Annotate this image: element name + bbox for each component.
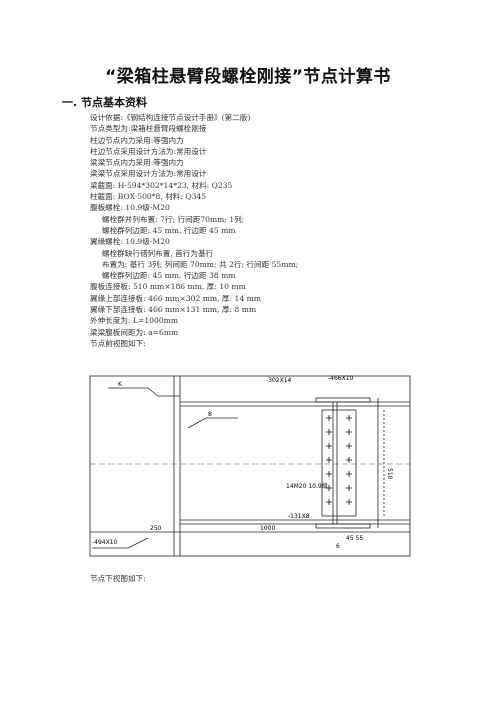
info-line: 梁截面: H-594*302*14*23, 材料: Q235 xyxy=(90,180,233,190)
footer-line: 节点下视图如下: xyxy=(90,574,146,583)
bolt-mark xyxy=(326,499,332,505)
front-view-svg: K -302X14 -466X10 8 14M20 10.9级 510 -131… xyxy=(89,375,411,557)
web-plate-dim-label: 510 xyxy=(386,468,393,480)
info-line: 腹板连接板: 510 mm×186 mm, 厚: 10 mm xyxy=(90,282,246,292)
bolt-mark xyxy=(346,485,352,491)
bottom-plate-label: -131X8 xyxy=(288,513,310,520)
info-line: 节点类型为:梁箱柱悬臂段螺栓刚接 xyxy=(90,124,207,134)
bolt-mark xyxy=(346,471,352,477)
bolt-mark xyxy=(346,499,352,505)
info-line: 柱边节点采用设计方法为:常用设计 xyxy=(90,146,207,156)
gap-mark-label: 6 xyxy=(336,543,340,550)
weld-leader-top xyxy=(108,387,180,397)
info-line: 螺栓群列边距: 45 mm, 行边距 38 mm xyxy=(102,271,236,281)
info-line: 螺栓群并列布置: 7行; 行间距70mm; 1列; xyxy=(102,214,245,224)
info-line: 螺栓群缺行错列布置, 首行为基行 xyxy=(102,248,214,258)
dim-250-label: 250 xyxy=(150,525,162,532)
weld-leader-mid xyxy=(187,417,238,429)
weld-mark-label: 8 xyxy=(208,411,212,418)
web-bolts-label: 14M20 10.9级 xyxy=(286,482,328,490)
basic-info-list: 设计依据:《钢结构连接节点设计手册》(第二版) 节点类型为:梁箱柱悬臂段螺栓刚接柱… xyxy=(90,112,470,349)
info-line: 节点前视图如下: xyxy=(90,338,146,348)
col-plate-label: -494X10 xyxy=(92,539,118,546)
bolt-mark xyxy=(326,457,332,463)
web-plate xyxy=(321,409,357,517)
info-line: 梁梁节点采用设计方法为:常用设计 xyxy=(90,169,207,179)
info-line: 翼缘上部连接板: 466 mm×302 mm, 厚: 14 mm xyxy=(90,293,261,303)
info-line: 布置为: 基行 3列; 列间距 70mm; 共 2行; 行间距 55mm; xyxy=(102,259,299,269)
top-flange-plate xyxy=(315,397,371,403)
col-plate-leader xyxy=(92,537,149,549)
bolt-mark xyxy=(326,443,332,449)
top-plate-len-label: -466X10 xyxy=(328,375,354,382)
bolt-mark xyxy=(346,443,352,449)
info-line: 外伸长度为: L=1000mm xyxy=(90,316,179,326)
bolt-mark xyxy=(326,471,332,477)
info-line: 柱截面: BOX-500*8, 材料: Q345 xyxy=(90,192,207,202)
bolt-mark xyxy=(326,415,332,421)
drawing-frame xyxy=(89,375,411,557)
info-line: 腹板螺栓: 10.9级-M20 xyxy=(90,203,170,213)
weld-k-label: K xyxy=(118,381,123,388)
bolt-mark xyxy=(346,415,352,421)
info-line: 柱边节点内力采用:等强内力 xyxy=(90,135,184,145)
top-plate-label: -302X14 xyxy=(266,377,292,384)
document-title: “梁箱柱悬臂段螺栓刚接”节点计算书 xyxy=(105,67,391,87)
bottom-flange-plate xyxy=(315,523,371,529)
dim-45-label: 45 55 xyxy=(346,535,363,542)
bolt-mark xyxy=(346,429,352,435)
info-line: 设计依据:《钢结构连接节点设计手册》(第二版) xyxy=(90,113,251,122)
bolt-mark xyxy=(326,485,332,491)
info-line: 梁梁节点内力采用:等强内力 xyxy=(90,158,184,168)
dim-1000-label: 1000 xyxy=(260,525,275,532)
bolt-mark xyxy=(346,457,352,463)
info-line: 梁梁腹板间距为: a=6mm xyxy=(90,327,179,337)
front-view-drawing: K -302X14 -466X10 8 14M20 10.9级 510 -131… xyxy=(88,368,414,568)
info-line: 翼缘下部连接板: 466 mm×131 mm, 厚: 8 mm xyxy=(90,305,257,315)
bolt-mark xyxy=(326,429,332,435)
info-line: 螺栓群列边距: 45 mm, 行边距 45 mm xyxy=(102,225,236,235)
section-heading: 一. 节点基本资料 xyxy=(62,96,148,109)
info-line: 翼缘螺栓: 10.9级-M20 xyxy=(90,237,170,247)
bolt-group xyxy=(326,415,352,505)
